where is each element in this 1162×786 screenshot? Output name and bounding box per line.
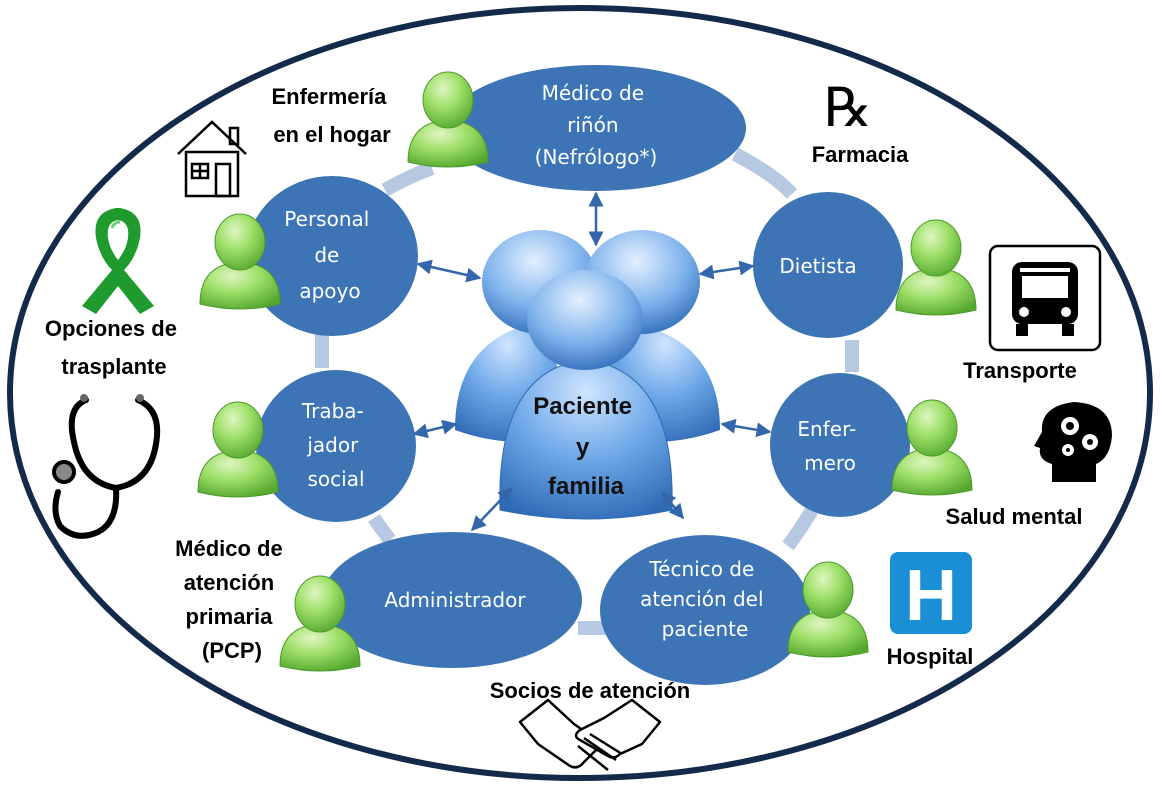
patient-family-figure (455, 230, 720, 520)
connector-left-lower (368, 514, 396, 545)
role-label-administrator: Administrador (384, 588, 526, 612)
arrow-dietitian (698, 260, 755, 280)
circle-administrator (322, 532, 582, 668)
arrow-social-worker (412, 419, 458, 439)
role-label-dietitian: Dietista (779, 254, 856, 278)
people (197, 71, 977, 672)
person-icon (891, 399, 973, 496)
family-body-center (499, 359, 673, 520)
role-label-social-worker: Traba- jador social (301, 399, 370, 491)
role-label-nurse: Enfer- mero (797, 417, 862, 475)
partner-label-hospital: Hospital (887, 644, 974, 669)
circle-pct (600, 535, 810, 685)
rx-icon: ℞ (824, 76, 872, 139)
person-icon (199, 213, 281, 310)
circle-nephrologist (446, 65, 746, 191)
partners-caption: Socios de atención (490, 678, 691, 703)
center-label: Paciente y familia (533, 393, 638, 500)
handshake-icon (518, 698, 662, 771)
family-head-center (527, 270, 643, 370)
partner-label-pharmacy: Farmacia (812, 142, 909, 167)
connector-right-lower (782, 506, 819, 551)
brain-gears-icon (1034, 402, 1112, 482)
circle-nurse (770, 373, 910, 517)
team-circles (246, 65, 910, 685)
partner-label-home-nursing: Enfermería en el hogar (271, 84, 392, 147)
arrow-administrator (470, 486, 514, 532)
team-labels: Médico de riñón (Nefrólogo*) Dietista En… (284, 81, 862, 641)
outer-boundary (7, 5, 1153, 781)
hospital-icon: H (890, 552, 972, 636)
svg-text:H: H (905, 556, 957, 636)
house-icon (177, 120, 247, 198)
arrows (412, 191, 772, 532)
partner-labels: Enfermería en el hogar Farmacia Transpor… (45, 84, 1083, 703)
circle-support-staff (246, 176, 418, 336)
person-icon (787, 561, 869, 658)
bus-icon (988, 244, 1102, 352)
role-label-pct: Técnico de atención del paciente (640, 557, 770, 641)
arrow-pct (661, 490, 684, 520)
person-icon (279, 575, 361, 672)
partner-label-mental-health: Salud mental (946, 504, 1083, 529)
role-label-support-staff: Personal de apoyo (284, 207, 375, 303)
stethoscope-icon (52, 394, 161, 539)
partner-label-transplant: Opciones de trasplante (45, 316, 183, 379)
person-icon (197, 401, 279, 498)
arrow-nurse (720, 418, 772, 438)
person-icon (895, 219, 977, 316)
partner-label-pcp: Médico de atención primaria (PCP) (175, 536, 289, 663)
svg-text:℞: ℞ (824, 76, 872, 139)
connector-top-right (731, 147, 798, 199)
person-icon (407, 71, 489, 168)
arrow-support-staff (416, 259, 482, 283)
ribbon-icon (82, 208, 154, 314)
role-label-nephrologist: Médico de riñón (Nefrólogo*) (535, 81, 658, 169)
partner-label-transport: Transporte (963, 358, 1077, 383)
ring-connectors (315, 147, 859, 635)
connector-top-left (381, 161, 435, 197)
circle-social-worker (256, 370, 416, 522)
circle-dietitian (753, 192, 903, 338)
